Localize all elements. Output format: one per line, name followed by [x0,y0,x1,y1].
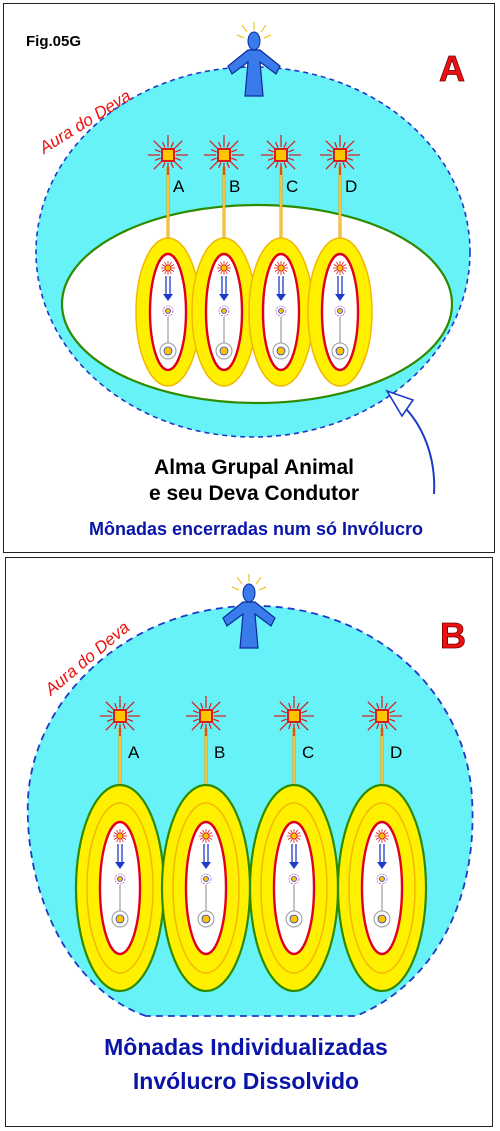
panel-letter: A [439,48,465,89]
individual-sheath [336,783,428,993]
monad-sun-icon [320,135,360,175]
monad-sun-icon [261,135,301,175]
panel-letter: B [440,615,466,656]
down-arrow-icon [289,862,299,869]
monad-sun-icon [204,135,244,175]
monad-soul [172,802,240,974]
monad-sun-icon [274,696,314,736]
arrow-head [385,389,415,418]
caption-line-1: Alma Grupal Animal [154,456,354,479]
individual-sheath [248,783,340,993]
envelope-pointer-arrow [398,401,436,495]
down-arrow-icon [201,862,211,869]
monad-soul [86,802,154,974]
monad-soul [260,802,328,974]
deva-figure-icon [227,22,281,97]
caption-blue: Mônadas encerradas num só Invólucro [89,519,423,539]
spark-icon [199,829,213,843]
monad-label: A [173,177,185,196]
monad-label: D [390,743,402,762]
spark-icon [113,829,127,843]
down-arrow-icon [163,294,173,301]
down-arrow-icon [115,862,125,869]
monad-label: B [214,743,225,762]
monad-label: C [302,743,314,762]
monad-soul [307,237,373,387]
down-arrow-icon [335,294,345,301]
individual-sheath [160,783,252,993]
spark-icon [161,261,175,275]
down-arrow-icon [377,862,387,869]
monad-soul [348,802,416,974]
monad-soul [191,237,257,387]
down-arrow-icon [276,294,286,301]
spark-icon [274,261,288,275]
spark-icon [375,829,389,843]
spark-icon [333,261,347,275]
monad-soul [248,237,314,387]
spark-icon [287,829,301,843]
figure-label: Fig.05G [26,33,81,50]
caption-line-1: Mônadas Individualizadas [104,1034,388,1060]
caption-line-2: e seu Deva Condutor [149,482,359,505]
monad-label: D [345,177,357,196]
monad-sun-icon [186,696,226,736]
deva-figure-icon [222,574,276,649]
caption-line-2: Invólucro Dissolvido [133,1068,359,1094]
monad-sun-icon [362,696,402,736]
down-arrow-icon [219,294,229,301]
monad-sun-icon [148,135,188,175]
monad-soul [135,237,201,387]
monad-label: C [286,177,298,196]
individual-sheath [74,783,166,993]
monad-label: B [229,177,240,196]
monad-label: A [128,743,140,762]
spark-icon [217,261,231,275]
monad-sun-icon [100,696,140,736]
